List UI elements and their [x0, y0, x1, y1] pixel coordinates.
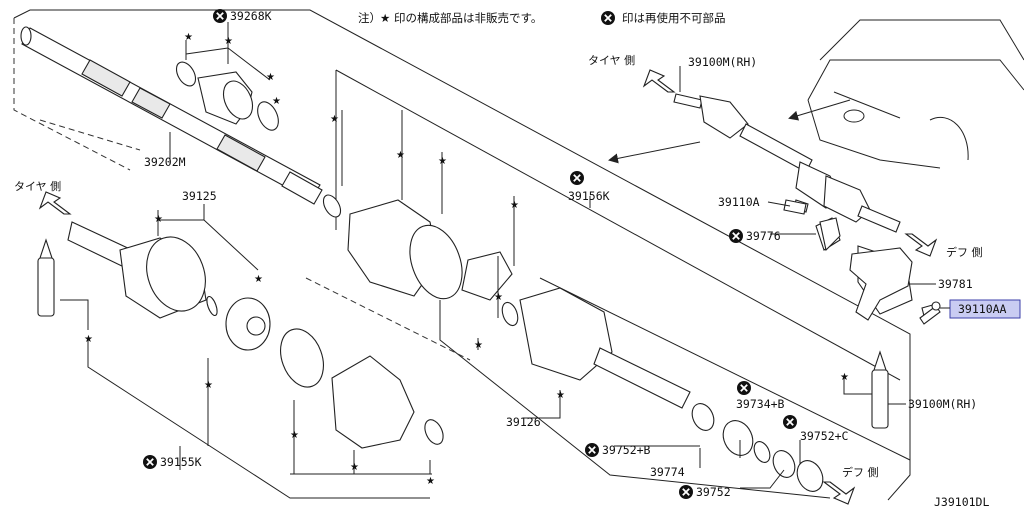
- x-circle-icon: [584, 442, 600, 458]
- x-circle-icon: [569, 170, 585, 186]
- star-icon: ★: [396, 150, 405, 161]
- star-icon: ★: [350, 462, 359, 473]
- label-39202M: 39202M: [144, 155, 186, 169]
- arrow-icon: [904, 233, 938, 257]
- note-x-text: 印は再使用不可部品: [622, 11, 726, 25]
- star-icon: ★: [254, 274, 263, 285]
- star-icon: ★: [204, 380, 213, 391]
- label-39110AA: 39110AA: [958, 302, 1007, 316]
- label-39126: 39126: [506, 415, 541, 429]
- star-icon: ★: [224, 36, 233, 47]
- star-icon: ★: [556, 390, 565, 401]
- star-icon: ★: [290, 430, 299, 441]
- boot-kit-39268K: [175, 61, 279, 131]
- tire-side-label-2: タイヤ 側: [14, 180, 61, 193]
- note-star-text: 印の構成部品は非販売です。: [394, 11, 542, 25]
- label-39752B: 39752+B: [602, 443, 651, 457]
- label-39752C: 39752+C: [800, 429, 849, 443]
- outer-joint-39125: [67, 221, 324, 388]
- direction-arrows: [38, 69, 938, 505]
- bolt-39110AA: [919, 301, 950, 325]
- header-note: 注） ★ 印の構成部品は非販売です。 印は再使用不可部品: [358, 10, 726, 26]
- label-39781: 39781: [938, 277, 973, 291]
- label-39776: 39776: [746, 229, 781, 243]
- label-39156K: 39156K: [568, 189, 610, 203]
- x-circle-icon: [142, 454, 158, 470]
- shaft-39202M: [20, 26, 323, 205]
- outline-frames: [13, 9, 911, 501]
- x-circle-icon: [728, 228, 744, 244]
- star-markers: ★ ★ ★ ★ ★ ★ ★ ★ ★ ★ ★ ★ ★ ★ ★ ★ ★ ★ ★: [84, 32, 849, 487]
- star-icon: ★: [84, 334, 93, 345]
- highlighted-part-39110AA[interactable]: 39110AA: [949, 299, 1021, 319]
- arrow-icon: [822, 481, 856, 505]
- star-icon: ★: [154, 214, 163, 225]
- star-icon: ★: [474, 340, 483, 351]
- star-icon: ★: [840, 372, 849, 383]
- arrow-icon: [38, 191, 72, 215]
- tire-side-label-1: タイヤ 側: [588, 54, 635, 67]
- label-39110A: 39110A: [718, 195, 760, 209]
- bracket-39781: [783, 199, 913, 321]
- diagram-code: J39101DL: [934, 495, 989, 509]
- x-circle-icon: [736, 380, 752, 396]
- arrow-icon: [642, 69, 676, 93]
- x-circle-icon: [678, 484, 694, 500]
- x-circle-icon: [212, 8, 228, 24]
- star-icon: ★: [266, 72, 275, 83]
- vehicle-illustration: [807, 19, 1024, 169]
- boot-39155K: [331, 355, 444, 449]
- label-39268K: 39268K: [230, 9, 272, 23]
- diff-side-label-2: デフ 側: [842, 465, 879, 479]
- label-39734B: 39734+B: [736, 397, 785, 411]
- label-39774: 39774: [650, 465, 685, 479]
- diff-side-label-1: デフ 側: [946, 245, 983, 259]
- note-x-icon: [600, 10, 616, 26]
- star-icon: ★: [426, 476, 435, 487]
- grease-tubes: [37, 238, 889, 429]
- part-labels: 39268K 39202M 39125 39156K 39100M(RH) 39…: [144, 9, 989, 509]
- x-circle-icon: [782, 414, 798, 430]
- star-icon: ★: [184, 32, 193, 43]
- inner-joint-39126: [519, 287, 824, 492]
- star-icon: ★: [494, 292, 503, 303]
- label-39100M-bottom: 39100M(RH): [908, 397, 977, 411]
- star-icon: ★: [438, 156, 447, 167]
- label-39752: 39752: [696, 485, 731, 499]
- label-39155K: 39155K: [160, 455, 202, 469]
- inner-boot-39156K: [322, 194, 519, 327]
- label-39125: 39125: [182, 189, 217, 203]
- star-icon: ★: [510, 200, 519, 211]
- note-star-icon: ★: [380, 11, 390, 25]
- leader-lines: [60, 22, 936, 489]
- label-39100M-top: 39100M(RH): [688, 55, 757, 69]
- star-icon: ★: [272, 96, 281, 107]
- note-prefix: 注）: [358, 11, 381, 25]
- star-icon: ★: [330, 114, 339, 125]
- direction-labels: タイヤ 側 タイヤ 側 デフ 側 デフ 側: [14, 54, 983, 479]
